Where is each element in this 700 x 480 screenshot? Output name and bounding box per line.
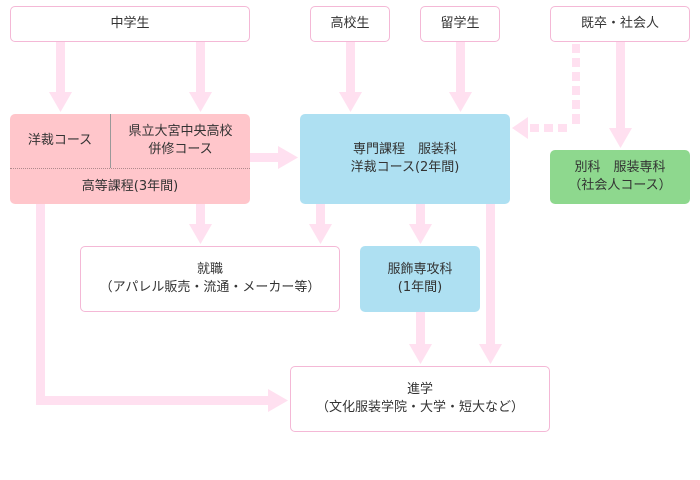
source-international: 留学生 xyxy=(420,6,500,42)
further-education-label: 進学 （文化服装学院・大学・短大など） xyxy=(315,382,524,415)
source-high-school-label: 高校生 xyxy=(330,16,370,31)
source-graduate-adult: 既卒・社会人 xyxy=(550,6,690,42)
arrow-accessories-to-further-education xyxy=(409,312,432,364)
arrow-junior-to-joint xyxy=(189,42,212,112)
arrow-adult-to-specialty-dashed xyxy=(512,44,580,139)
specialty-program-box: 専門課程 服装科 洋裁コース(2年間) xyxy=(300,114,510,204)
adult-program-label: 別科 服装専科 （社会人コース） xyxy=(568,160,672,193)
arrow-international-to-specialty xyxy=(449,42,472,112)
arrow-specialty-to-accessories xyxy=(409,204,432,244)
arrow-specialty-to-employment xyxy=(309,204,332,244)
employment-box: 就職 （アパレル販売・流通・メーカー等） xyxy=(80,246,340,312)
high-school-program-footer: 高等課程(3年間) xyxy=(10,169,250,204)
dotted-divider xyxy=(10,168,250,169)
joint-course-label: 県立大宮中央高校 併修コース xyxy=(128,124,233,157)
arrow-junior-to-sewing xyxy=(49,42,72,112)
source-junior-high: 中学生 xyxy=(10,6,250,42)
employment-label: 就職 （アパレル販売・流通・メーカー等） xyxy=(99,262,321,295)
accessories-program-box: 服飾専攻科 (1年間) xyxy=(360,246,480,312)
arrow-highschool-program-to-specialty xyxy=(250,146,298,169)
source-junior-high-label: 中学生 xyxy=(110,16,150,31)
western-sewing-course-cell: 洋裁コース xyxy=(10,114,110,168)
source-high-school: 高校生 xyxy=(310,6,390,42)
specialty-program-label: 専門課程 服装科 洋裁コース(2年間) xyxy=(350,142,460,175)
high-school-program-box: 洋裁コース 県立大宮中央高校 併修コース 高等課程(3年間) xyxy=(10,114,250,204)
source-international-label: 留学生 xyxy=(440,16,480,31)
accessories-program-label: 服飾専攻科 (1年間) xyxy=(387,262,453,295)
adult-program-box: 別科 服装専科 （社会人コース） xyxy=(550,150,690,204)
arrow-highschool-program-to-employment xyxy=(189,204,212,244)
arrow-highschool-program-to-further-education xyxy=(36,204,288,412)
high-school-program-footer-label: 高等課程(3年間) xyxy=(81,178,179,194)
further-education-box: 進学 （文化服装学院・大学・短大など） xyxy=(290,366,550,432)
arrow-adult-to-adult-course xyxy=(609,42,632,148)
cell-divider xyxy=(110,114,111,168)
source-graduate-adult-label: 既卒・社会人 xyxy=(580,16,659,31)
arrow-specialty-to-further-education xyxy=(479,204,502,364)
joint-course-cell: 県立大宮中央高校 併修コース xyxy=(111,114,250,168)
western-sewing-course-label: 洋裁コース xyxy=(27,133,93,148)
arrow-highschool-to-specialty xyxy=(339,42,362,112)
